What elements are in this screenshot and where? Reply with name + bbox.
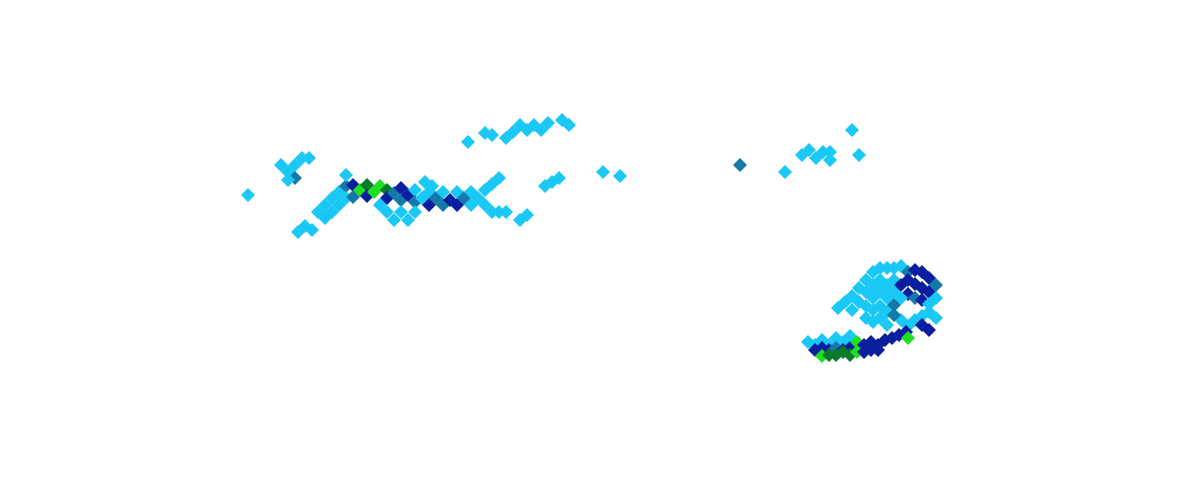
echo-cell-light <box>492 171 506 185</box>
west-echo-band <box>241 151 534 239</box>
echo-cell-light <box>302 151 316 165</box>
echo-cell-light <box>485 128 499 142</box>
echo-cell-heavy <box>922 323 936 337</box>
echo-cell-light <box>562 118 576 132</box>
echo-cell-light <box>613 169 627 183</box>
echo-cell-light <box>823 145 837 159</box>
echo-cell-light <box>922 297 936 311</box>
echo-cell-light <box>408 183 422 197</box>
echo-cell-light <box>425 179 439 193</box>
echo-cell-light <box>596 165 610 179</box>
southeast-hook-echo <box>801 259 943 363</box>
echo-cell-light <box>887 285 901 299</box>
echo-cell-heavy <box>871 343 885 357</box>
echo-cell-light <box>394 205 408 219</box>
echo-cell-light <box>802 143 816 157</box>
echo-cell-light <box>880 318 894 332</box>
echo-cell-very-heavy <box>901 331 915 345</box>
echo-cell-light <box>520 208 534 222</box>
echo-cell-light <box>852 148 866 162</box>
echo-cell-light <box>845 303 859 317</box>
echo-cell-light <box>436 185 450 199</box>
echo-cell-moderate <box>887 308 901 322</box>
echo-cell-light <box>845 123 859 137</box>
echo-cell-light <box>339 168 353 182</box>
echo-cell-light <box>461 135 475 149</box>
echo-cell-moderate <box>733 158 747 172</box>
echo-cell-light <box>778 165 792 179</box>
echo-cell-light <box>541 116 555 130</box>
northern-scattered-echoes <box>461 113 866 193</box>
echo-cell-light <box>552 171 566 185</box>
echo-cell-light <box>929 311 943 325</box>
echo-cell-light <box>823 153 837 167</box>
echo-cell-light <box>387 213 401 227</box>
echo-cell-light <box>241 188 255 202</box>
echo-cell-light <box>499 205 513 219</box>
echo-cell-light <box>305 223 319 237</box>
echo-cell-light <box>831 301 845 315</box>
echo-cell-light <box>380 205 394 219</box>
echo-cell-light <box>281 173 295 187</box>
echo-cell-light <box>401 213 415 227</box>
echo-cell-light <box>408 205 422 219</box>
